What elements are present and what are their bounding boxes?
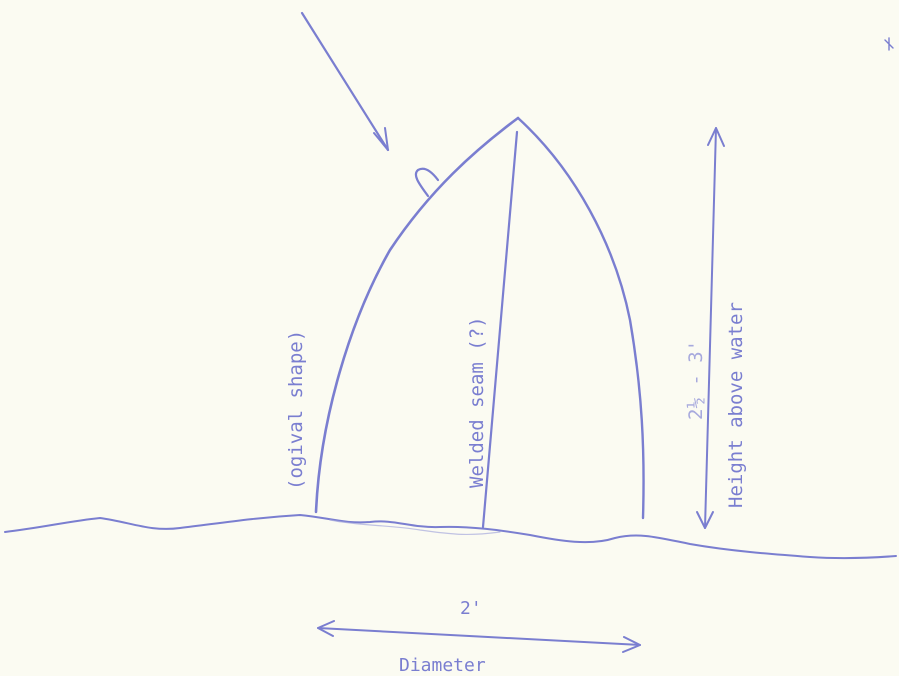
diameter-label: Diameter bbox=[399, 655, 486, 676]
ogive-right-outline bbox=[516, 116, 645, 520]
lug-hook bbox=[414, 167, 440, 198]
corner-mark bbox=[884, 37, 894, 51]
diameter-value-label: 2' bbox=[460, 598, 482, 619]
diameter-arrow bbox=[317, 620, 641, 653]
ogive-left-outline bbox=[314, 116, 520, 514]
welded-seam-label: Welded seam (?) bbox=[466, 316, 488, 488]
welded-seam-line bbox=[481, 130, 519, 529]
height-label: Height above water bbox=[725, 302, 747, 508]
ogival-shape-label: (ogival shape) bbox=[285, 330, 307, 490]
waterline-faint bbox=[329, 519, 501, 536]
height-range-label: 2½ - 3' bbox=[685, 340, 707, 420]
height-arrow bbox=[696, 127, 725, 529]
waterline bbox=[4, 514, 897, 560]
pointer-arrow bbox=[300, 11, 390, 152]
